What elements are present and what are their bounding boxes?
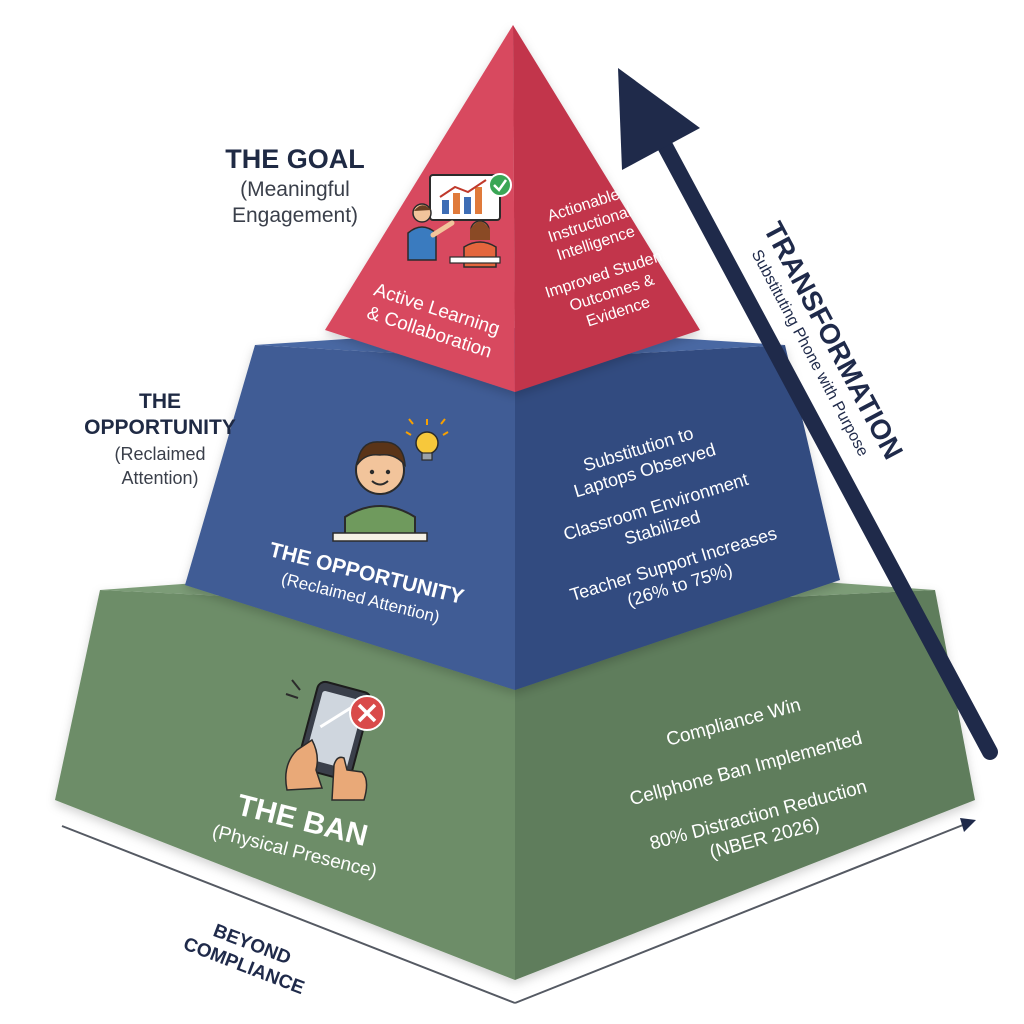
transformation-arrowhead [618,68,700,170]
opportunity-side-sub-2: Attention) [121,468,198,488]
opportunity-side-title-2: OPPORTUNITY [84,416,236,439]
phone-ban-icon [285,679,385,801]
tier-ban-left-face [55,590,515,980]
student-lightbulb-icon [332,418,449,542]
goal-side-title: THE GOAL [225,144,365,174]
opportunity-side-label: THE OPPORTUNITY (Reclaimed Attention) [84,390,236,488]
tier-ban-right-face [515,590,975,980]
bottom-axis [61,818,976,1004]
goal-side-sub-1: (Meaningful [240,178,350,201]
goal-side-label: THE GOAL (Meaningful Engagement) [225,144,365,227]
transformation-arrow [618,68,998,760]
opportunity-side-title-1: THE [139,390,181,413]
bottom-axis-arrowhead [960,818,976,832]
lightbulb-icon [405,418,449,461]
tier-goal [325,25,700,392]
goal-side-sub-2: Engagement) [232,204,358,227]
opportunity-side-sub-1: (Reclaimed [114,444,205,464]
beyond-compliance-label: BEYOND COMPLIANCE [180,920,307,999]
tier-goal-right-face [513,25,700,392]
presentation-chart-icon [407,173,512,268]
tier-opportunity-right-face [515,345,840,690]
